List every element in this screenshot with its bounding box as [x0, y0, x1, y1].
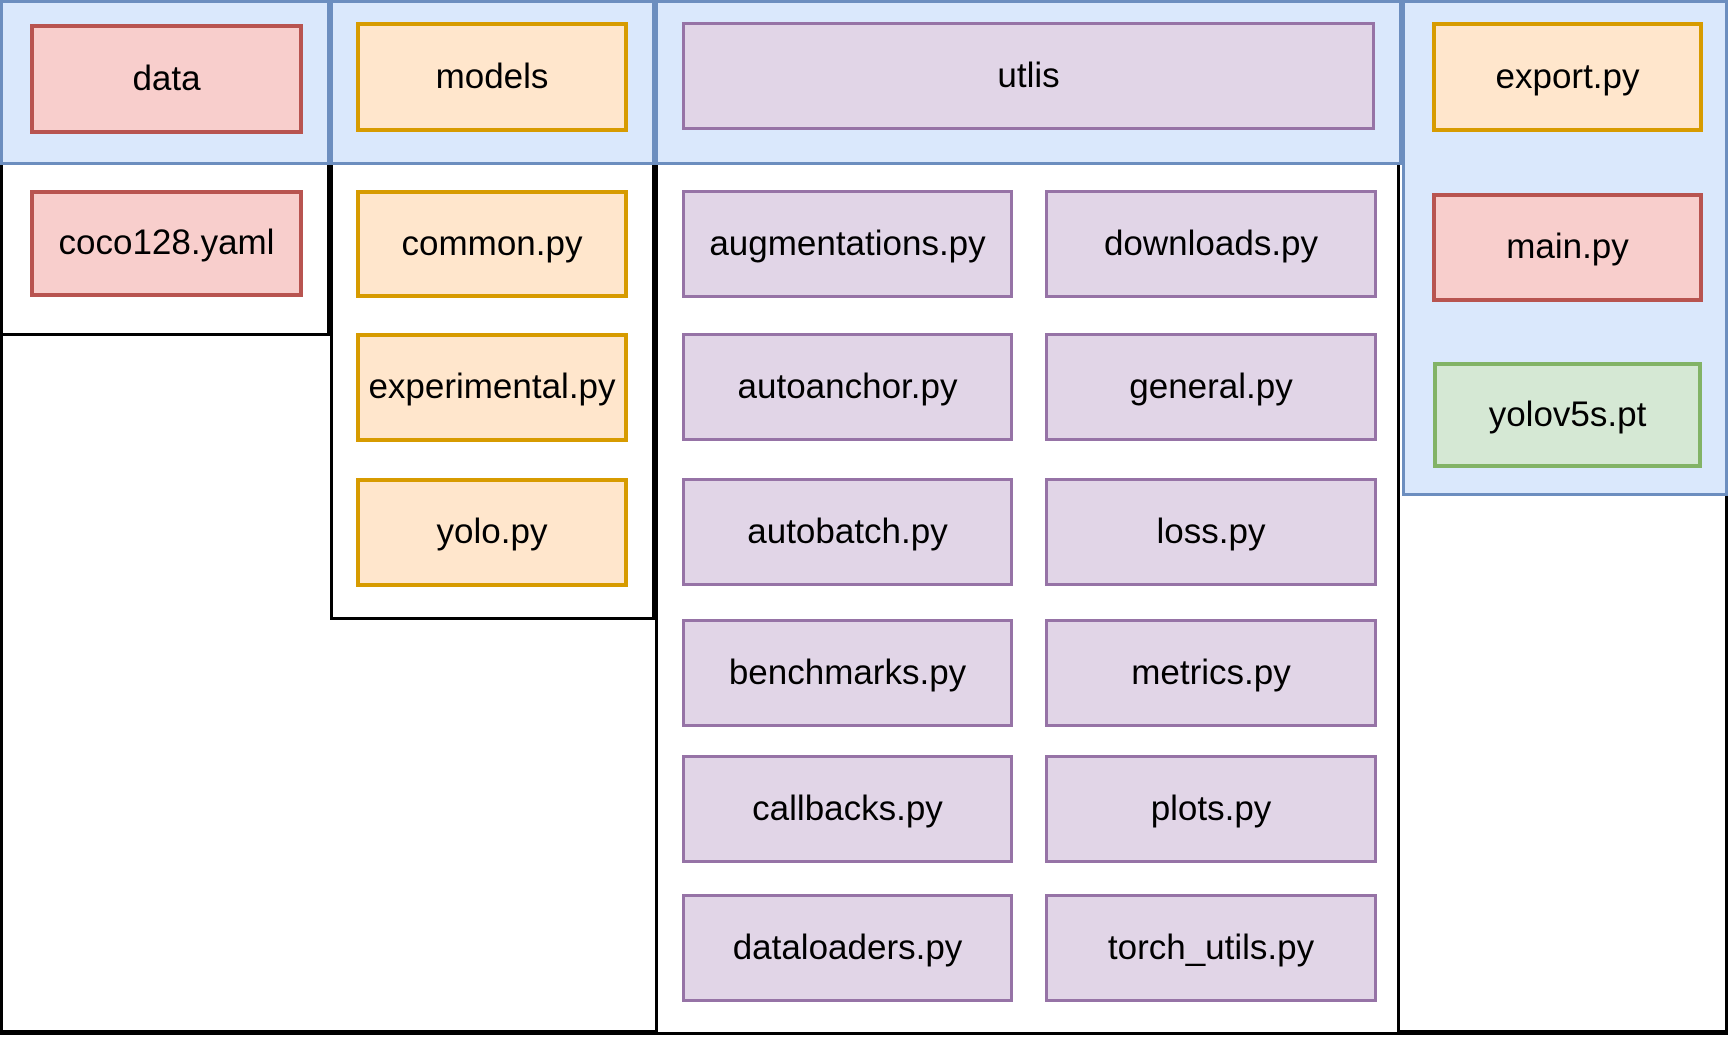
node-main-py: main.py [1432, 193, 1703, 302]
node-callbacks-py-label: callbacks.py [752, 788, 943, 828]
node-loss-py: loss.py [1045, 478, 1377, 586]
node-autobatch-py-label: autobatch.py [747, 511, 948, 551]
node-experimental-py: experimental.py [356, 333, 628, 442]
node-general-py: general.py [1045, 333, 1377, 441]
node-models-folder: models [356, 22, 628, 132]
node-coco128-yaml-label: coco128.yaml [58, 223, 275, 263]
node-loss-py-label: loss.py [1156, 511, 1266, 551]
node-autobatch-py: autobatch.py [682, 478, 1013, 586]
utlis-folder-box [655, 163, 1400, 1035]
node-dataloaders-py: dataloaders.py [682, 894, 1013, 1002]
node-export-py-label: export.py [1495, 56, 1640, 96]
node-augmentations-py-label: augmentations.py [709, 223, 986, 263]
node-data-folder-label: data [132, 58, 201, 98]
node-autoanchor-py-label: autoanchor.py [737, 366, 958, 406]
node-coco128-yaml: coco128.yaml [30, 190, 303, 297]
node-metrics-py-label: metrics.py [1131, 652, 1291, 692]
node-utlis-folder-label: utlis [997, 55, 1060, 95]
node-utlis-folder: utlis [682, 22, 1375, 130]
node-models-folder-label: models [435, 56, 549, 96]
node-benchmarks-py-label: benchmarks.py [728, 652, 967, 692]
node-export-py: export.py [1432, 22, 1703, 132]
node-torch-utils-py-label: torch_utils.py [1107, 927, 1315, 967]
node-yolo-py: yolo.py [356, 478, 628, 587]
node-common-py: common.py [356, 190, 628, 298]
node-experimental-py-label: experimental.py [368, 367, 616, 407]
node-augmentations-py: augmentations.py [682, 190, 1013, 298]
node-benchmarks-py: benchmarks.py [682, 619, 1013, 727]
node-downloads-py: downloads.py [1045, 190, 1377, 298]
node-downloads-py-label: downloads.py [1103, 223, 1319, 263]
node-main-py-label: main.py [1506, 227, 1629, 267]
node-autoanchor-py: autoanchor.py [682, 333, 1013, 441]
node-yolo-py-label: yolo.py [436, 512, 548, 552]
node-dataloaders-py-label: dataloaders.py [732, 927, 963, 967]
node-yolov5s-pt: yolov5s.pt [1433, 362, 1702, 468]
node-common-py-label: common.py [401, 223, 583, 263]
node-torch-utils-py: torch_utils.py [1045, 894, 1377, 1002]
node-general-py-label: general.py [1129, 366, 1293, 406]
node-plots-py: plots.py [1045, 755, 1377, 863]
node-data-folder: data [30, 24, 303, 134]
node-yolov5s-pt-label: yolov5s.pt [1488, 394, 1647, 434]
node-metrics-py: metrics.py [1045, 619, 1377, 727]
node-plots-py-label: plots.py [1150, 788, 1272, 828]
node-callbacks-py: callbacks.py [682, 755, 1013, 863]
